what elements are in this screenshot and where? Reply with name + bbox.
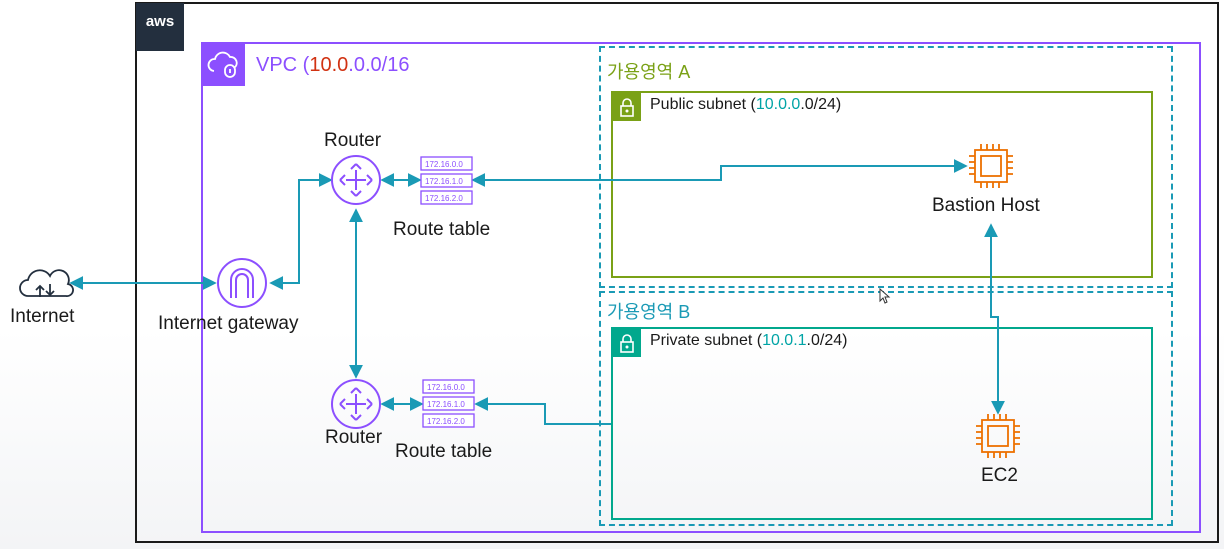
public-subnet-cidr-highlight: 10.0.0: [755, 96, 801, 113]
vpc-cidr-highlight: 10.0: [309, 54, 349, 76]
public-subnet-box: [611, 91, 1153, 278]
public-subnet-title: Public subnet (10.0.0.0/24): [650, 96, 842, 113]
private-subnet-title: Private subnet (10.0.1.0/24): [650, 332, 848, 349]
lock-icon: [613, 329, 641, 357]
az-a-label: 가용영역 A: [607, 62, 691, 82]
aws-cloud-frame: [135, 2, 1219, 543]
private-subnet-cidr-highlight: 10.0.1: [762, 332, 807, 349]
aws-logo: aws: [136, 3, 184, 51]
internet-label: Internet: [10, 306, 75, 327]
private-subnet-box: [611, 327, 1153, 520]
az-b-label: 가용영역 B: [607, 302, 691, 322]
internet-gateway-label: Internet gateway: [158, 313, 299, 334]
route-table-top-label: Route table: [393, 219, 491, 240]
ec2-label: EC2: [981, 465, 1018, 486]
route-table-bottom-label: Route table: [395, 441, 493, 462]
router-top-label: Router: [324, 130, 382, 151]
vpc-cloud-icon: [203, 44, 245, 86]
router-bottom-label: Router: [325, 427, 383, 448]
bastion-host-label: Bastion Host: [932, 195, 1040, 216]
internet-cloud-icon: [19, 269, 74, 297]
lock-icon: [613, 93, 641, 121]
vpc-title: VPC (10.0.0.0/16: [256, 54, 410, 76]
